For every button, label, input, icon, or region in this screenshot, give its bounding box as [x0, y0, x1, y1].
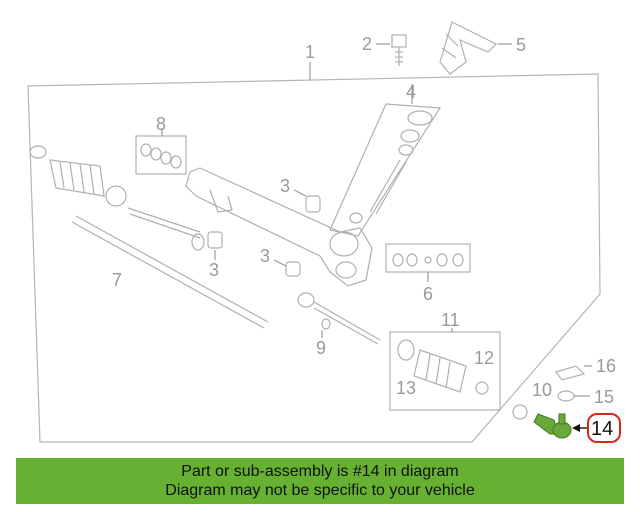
- callout-1: 1: [305, 42, 315, 62]
- callout-6: 6: [423, 284, 433, 304]
- assembly-outline: [27, 73, 601, 443]
- part-8-kit: [135, 135, 187, 175]
- callout-8: 8: [156, 114, 166, 134]
- callout-15: 15: [594, 387, 614, 407]
- callout-10: 10: [532, 380, 552, 400]
- leader-3a: [293, 189, 307, 197]
- callout-3b: 3: [209, 260, 219, 280]
- part-11-kit: [389, 331, 501, 411]
- callout-14[interactable]: 14: [591, 418, 613, 440]
- left-bellows: [29, 145, 205, 251]
- callout-7: 7: [112, 270, 122, 290]
- callout-3a: 3: [280, 176, 290, 196]
- callout-12: 12: [474, 348, 494, 368]
- part-9-inner-tie-rod: [297, 292, 381, 345]
- callout-16: 16: [596, 356, 616, 376]
- leader-14-arrow: [572, 424, 580, 432]
- part-3-bushings: [207, 195, 321, 277]
- callout-5: 5: [516, 35, 526, 55]
- part-6-kit: [385, 243, 471, 273]
- rack-housing: [185, 167, 373, 287]
- callout-9: 9: [316, 338, 326, 358]
- leader-3c: [273, 259, 287, 267]
- callout-2: 2: [362, 34, 372, 54]
- callout-3c: 3: [260, 246, 270, 266]
- callout-11: 11: [441, 310, 460, 330]
- part-4-pinion: [329, 103, 442, 237]
- part-14-tie-rod-end[interactable]: [533, 413, 572, 439]
- info-banner: Part or sub-assembly is #14 in diagram D…: [16, 458, 624, 504]
- banner-line-2: Diagram may not be specific to your vehi…: [165, 482, 475, 499]
- highlight-box[interactable]: [587, 413, 621, 443]
- callout-13: 13: [396, 378, 416, 398]
- banner-line-1: Part or sub-assembly is #14 in diagram: [181, 463, 459, 480]
- part-5-boot: [439, 21, 498, 75]
- callout-4: 4: [406, 82, 416, 102]
- part-7-rack-bar: [71, 215, 269, 329]
- part-2-bolt: [391, 34, 407, 66]
